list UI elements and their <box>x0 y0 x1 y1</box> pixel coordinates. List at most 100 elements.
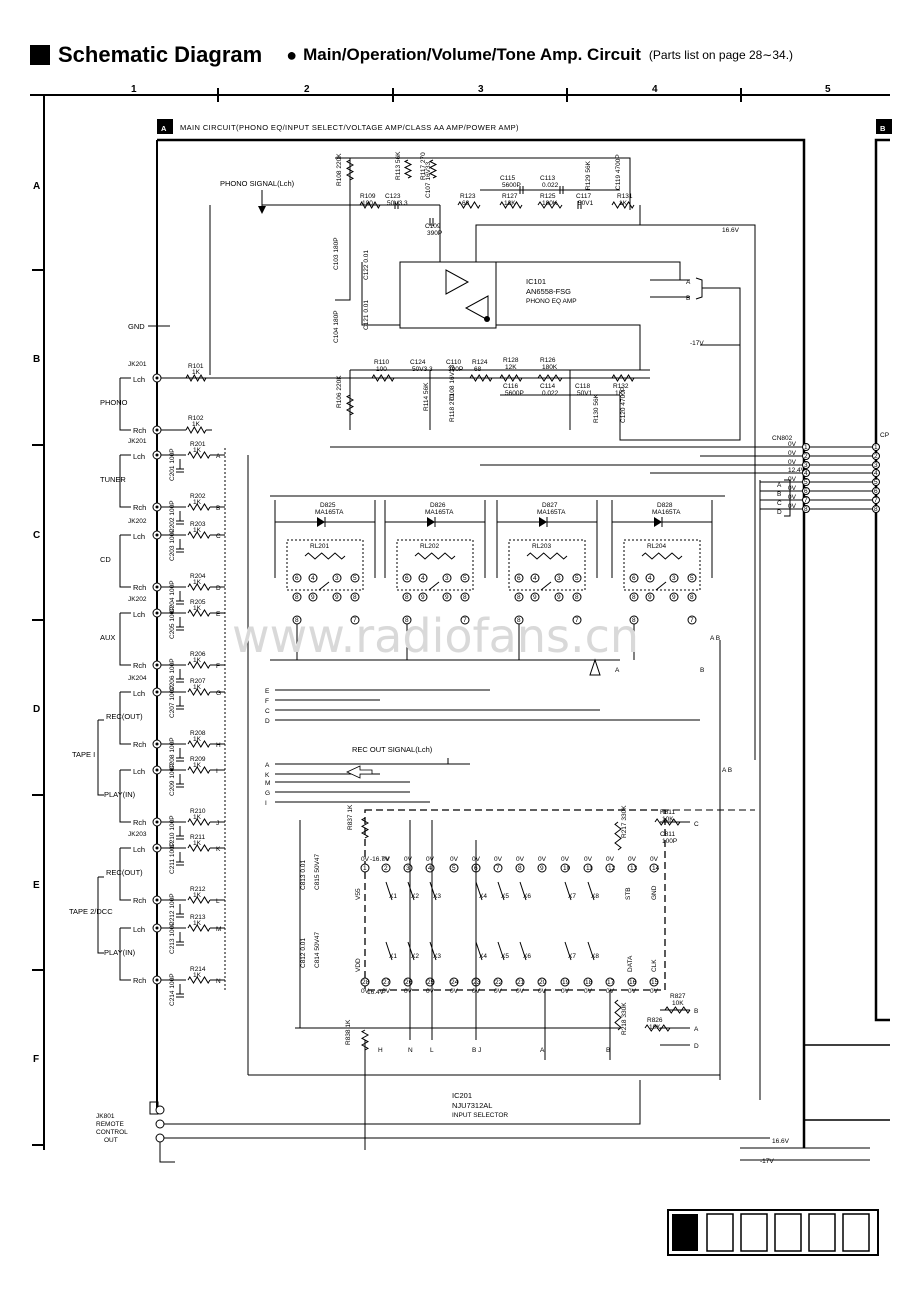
relay-pin-icon <box>350 615 360 625</box>
relay-box <box>286 539 364 591</box>
r123-resistor-icon <box>457 201 481 209</box>
jack-bracket <box>119 535 131 588</box>
input-cap-label: C205 100P <box>169 606 176 639</box>
cn802-bracket <box>784 479 791 517</box>
jack-terminal-dot <box>155 533 159 537</box>
ic201-top-pin-volt: 0V <box>404 856 413 863</box>
input-cap-label: C203 100P <box>169 528 176 561</box>
ic201-top-pin-icon <box>381 863 391 873</box>
phono-part-val: 1K <box>619 200 628 207</box>
ctrl-c: C <box>694 821 699 828</box>
ic201-bot-pin-icon <box>493 977 503 987</box>
input-pin-label: L <box>216 898 220 905</box>
cn802-pin-num: 7 <box>804 497 808 504</box>
row-label-c: C <box>33 530 40 541</box>
sel-out-n: N <box>408 1047 413 1054</box>
relay-coil-icon <box>304 552 346 560</box>
input-resistor-icon <box>187 609 211 617</box>
ic201-top-pin-icon <box>515 863 525 873</box>
relay-pin-icon <box>418 573 428 583</box>
r826-resistor-icon <box>644 1024 671 1032</box>
jack-l-label: Lch <box>133 452 145 461</box>
remote-line2: CONTROL <box>96 1129 128 1136</box>
input-cap-label: C213 100P <box>169 921 176 954</box>
rec-out-signal-label: REC OUT SIGNAL(Lch) <box>352 745 433 754</box>
phono-part-val: 100 <box>376 366 387 373</box>
relay-ab-lower: A B <box>722 767 732 774</box>
relay-pin-num: 7 <box>353 617 357 624</box>
cp-pin-icon <box>872 505 880 513</box>
input-pin-label: G <box>216 690 221 697</box>
phono-part-ref: C117 <box>576 193 591 200</box>
input-res-ref: R211 <box>190 834 205 841</box>
jack-r-label: Rch <box>133 818 146 827</box>
jack-group-label: REC(OUT) <box>106 712 143 721</box>
bus-e: E <box>265 688 270 695</box>
ic201-top-pin-icon <box>537 863 547 873</box>
relay-contact-icon <box>428 581 440 591</box>
jack-r-label: Rch <box>133 740 146 749</box>
phono-part-ref: R128 <box>503 357 519 364</box>
ic201-switch-icon <box>429 881 437 901</box>
phono-part-ref: R127 <box>502 193 518 200</box>
relay-pin-num: 5 <box>575 575 579 582</box>
ic201-top-pin-num: 1 <box>363 865 367 872</box>
jack-terminal-dot <box>155 505 159 509</box>
row-label-e: E <box>33 880 40 891</box>
tape1-bracket <box>97 720 104 796</box>
relay-box <box>396 539 474 591</box>
jack-ref: JK201 <box>128 438 147 445</box>
input-cap-label: C206 100P <box>169 658 176 691</box>
phono-part-ref: R110 <box>374 359 389 366</box>
ic201-bot-pin-num: 21 <box>517 979 525 986</box>
jack-bracket <box>119 928 131 981</box>
phono-res-ref: R101 <box>188 363 204 370</box>
ctrl-a: A <box>694 1026 699 1033</box>
diode-part: MA165TA <box>652 509 681 516</box>
rail-166-top: 16.6V <box>722 227 740 234</box>
ic201-switch-icon <box>519 941 527 961</box>
relay-b2-label: B <box>700 667 704 674</box>
input-pin-label: B <box>216 505 220 512</box>
input-res-ref: R212 <box>190 886 206 893</box>
row-label-a: A <box>33 181 40 192</box>
relay-pin-num: 9 <box>557 594 561 601</box>
sel-out-h: H <box>378 1047 383 1054</box>
cn802-letter: C <box>777 500 782 507</box>
ic201-bot-pin-num: 26 <box>405 979 413 986</box>
ic201-top-pin-num: 5 <box>452 865 456 872</box>
jack-terminal-dot <box>155 428 159 432</box>
r127-resistor-icon <box>499 201 523 209</box>
relay-pin-icon <box>514 592 524 602</box>
jack-group-label: AUX <box>100 633 115 642</box>
input-resistor-icon <box>187 818 211 826</box>
ic201-switch-label-top: X7 <box>568 893 576 900</box>
phono-bottom-components: R110100C12450V3.3C110390PR12468R12812KR1… <box>180 357 650 423</box>
phono-resistor-icon <box>185 425 207 435</box>
ic201-switch-label-top: X5 <box>501 893 509 900</box>
phono-part-ref: R113 56K <box>395 151 402 180</box>
ic201-part-ref: C812 0.01 <box>300 938 307 968</box>
phono-out-b: B <box>686 295 690 302</box>
jack-bracket <box>119 378 131 431</box>
gnd-label: GND <box>128 322 145 331</box>
input-res-ref: R207 <box>190 678 206 685</box>
ic201-switch-label-top: X1 <box>389 893 397 900</box>
input-cap-label: C214 100P <box>169 973 176 1006</box>
diode-part: MA165TA <box>315 509 344 516</box>
phono-part-ref: C124 <box>410 359 426 366</box>
input-resistor-icon <box>187 844 211 852</box>
phono-part-val: 390P <box>427 230 442 237</box>
ic201-top-pin-num: 7 <box>496 865 500 872</box>
input-res-ref: R209 <box>190 756 206 763</box>
jack-r-label: Rch <box>133 426 146 435</box>
ic201-top-pin-icon <box>649 863 659 873</box>
input-pin-label: K <box>216 846 221 853</box>
relay-pin-icon <box>554 592 564 602</box>
col-label-5: 5 <box>825 84 831 95</box>
ic201-top-pin-num: 12 <box>608 865 616 872</box>
